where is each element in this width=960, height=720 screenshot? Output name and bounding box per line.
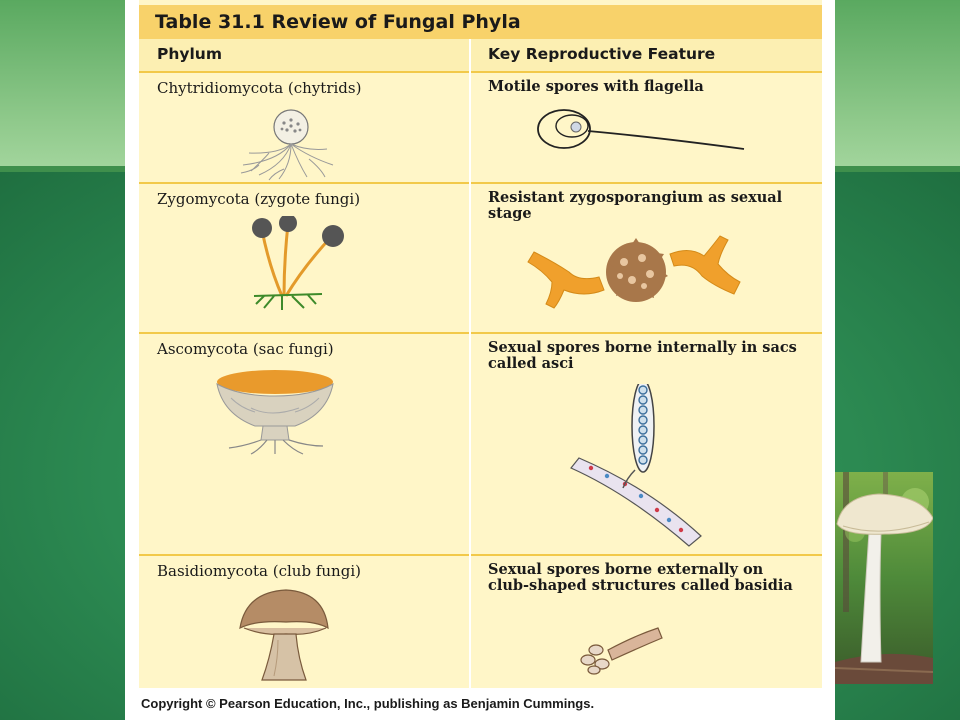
feature-cell: Resistant zygosporangium as sexual stage bbox=[488, 189, 783, 222]
zygomycete-illustration bbox=[252, 216, 344, 310]
phylum-cell: Zygomycota (zygote fungi) bbox=[157, 190, 361, 208]
zygosporangium-illustration bbox=[527, 235, 741, 309]
header-feature: Key Reproductive Feature bbox=[488, 45, 716, 63]
cup-fungus-illustration bbox=[216, 370, 334, 455]
table-row: Zygomycota (zygote fungi) Resistant zygo… bbox=[139, 184, 822, 334]
mushroom-illustration bbox=[239, 589, 329, 681]
chytrid-illustration bbox=[240, 109, 334, 181]
feature-cell: Motile spores with flagella bbox=[488, 78, 704, 95]
copyright-notice: Copyright © Pearson Education, Inc., pub… bbox=[141, 696, 595, 711]
table-row: Basidiomycota (club fungi) Sexual spores… bbox=[139, 556, 822, 688]
mushroom-photo bbox=[835, 472, 933, 684]
phylum-cell: Ascomycota (sac fungi) bbox=[157, 340, 334, 358]
fungal-phyla-table: Table 31.1 Review of Fungal Phyla Phylum… bbox=[139, 0, 822, 688]
basidium-illustration bbox=[580, 627, 663, 675]
feature-cell: Sexual spores borne externally on club-s… bbox=[488, 561, 793, 594]
feature-cell: Sexual spores borne internally in sacs c… bbox=[488, 339, 797, 372]
table-row: Chytridiomycota (chytrids) Motile spores… bbox=[139, 73, 822, 184]
phylum-cell: Basidiomycota (club fungi) bbox=[157, 562, 361, 580]
column-divider bbox=[469, 39, 471, 688]
table-card: Table 31.1 Review of Fungal Phyla Phylum… bbox=[125, 0, 835, 720]
phylum-cell: Chytridiomycota (chytrids) bbox=[157, 79, 362, 97]
table-header-row: Phylum Key Reproductive Feature bbox=[139, 39, 822, 73]
header-phylum: Phylum bbox=[157, 45, 222, 63]
ascus-illustration bbox=[570, 384, 702, 547]
flagellated-spore-illustration bbox=[537, 109, 745, 150]
table-row: Ascomycota (sac fungi) Sexual spores bor… bbox=[139, 334, 822, 556]
table-title: Table 31.1 Review of Fungal Phyla bbox=[139, 5, 822, 39]
